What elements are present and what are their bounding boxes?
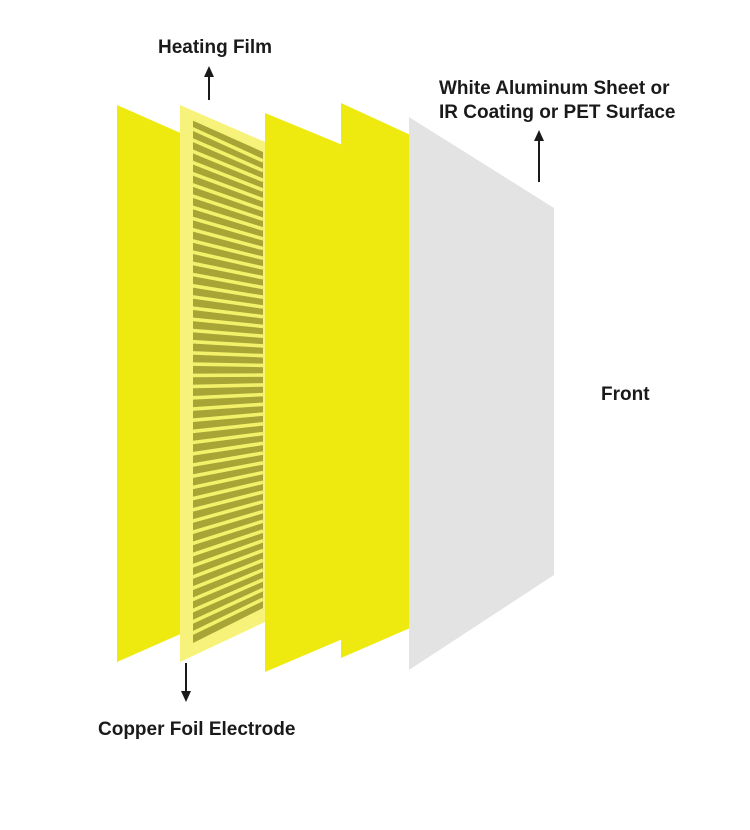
heating-strip	[189, 578, 264, 614]
heating-strip	[189, 451, 264, 468]
heating-strip	[189, 392, 264, 400]
heating-strip	[189, 306, 264, 319]
heating-strip	[189, 568, 264, 603]
heating-film-arrow	[204, 66, 214, 100]
heating-strip	[189, 402, 264, 411]
heating-strip	[189, 441, 264, 456]
heating-film-label: Heating Film	[158, 37, 273, 58]
heating-strip	[189, 597, 264, 637]
heating-strip	[189, 362, 264, 368]
heating-strip	[189, 137, 264, 173]
heating-strip	[189, 249, 264, 270]
heating-strip	[189, 509, 264, 535]
white-sheet-label-line2: IR Coating or PET Surface	[439, 102, 676, 123]
heating-film-layer	[180, 105, 265, 662]
heating-strip	[189, 317, 264, 329]
heating-strip	[189, 383, 264, 389]
heating-strip	[189, 283, 264, 299]
heating-strip	[189, 587, 264, 625]
middle-yellow-layer	[265, 113, 345, 672]
heating-strip	[189, 529, 264, 558]
heating-strip	[189, 227, 264, 251]
white-sheet-arrow	[534, 130, 544, 182]
heating-strips	[189, 125, 264, 637]
heating-strip	[189, 238, 264, 261]
heating-strip	[189, 328, 264, 338]
white-surface-layer	[409, 117, 554, 670]
heating-strip	[189, 558, 264, 591]
heating-strip	[189, 431, 264, 445]
heating-strip	[189, 461, 264, 479]
white-sheet-label: White Aluminum Sheet or IR Coating or PE…	[439, 77, 675, 125]
heating-strip	[189, 148, 264, 182]
heating-strip	[189, 412, 264, 423]
heating-strip	[189, 272, 264, 290]
heating-strip	[189, 182, 264, 212]
heating-strip	[189, 125, 264, 163]
heating-strip	[189, 193, 264, 222]
heating-strip	[189, 171, 264, 202]
heating-strip	[189, 499, 264, 524]
copper-foil-electrode-strip	[184, 112, 193, 655]
heating-strip	[189, 294, 264, 309]
heating-strip	[189, 261, 264, 280]
copper-foil-arrow	[181, 663, 191, 702]
heating-strip	[189, 470, 264, 490]
heating-strip	[189, 351, 264, 358]
heating-strip	[189, 490, 264, 513]
heating-strip	[189, 539, 264, 569]
copper-foil-label: Copper Foil Electrode	[98, 719, 296, 740]
front-label: Front	[601, 384, 650, 405]
back-yellow-layer	[117, 105, 185, 662]
heating-strip	[189, 480, 264, 501]
heating-strip	[189, 422, 264, 434]
white-sheet-label-line1: White Aluminum Sheet or	[439, 78, 670, 99]
heating-strip	[189, 215, 264, 241]
heating-strip	[189, 519, 264, 547]
heating-strip	[189, 339, 264, 348]
heating-film-body	[187, 118, 263, 646]
heating-strip	[189, 548, 264, 580]
heating-strip	[189, 204, 264, 231]
heating-strip	[189, 159, 264, 192]
front-yellow-layer	[341, 103, 417, 658]
